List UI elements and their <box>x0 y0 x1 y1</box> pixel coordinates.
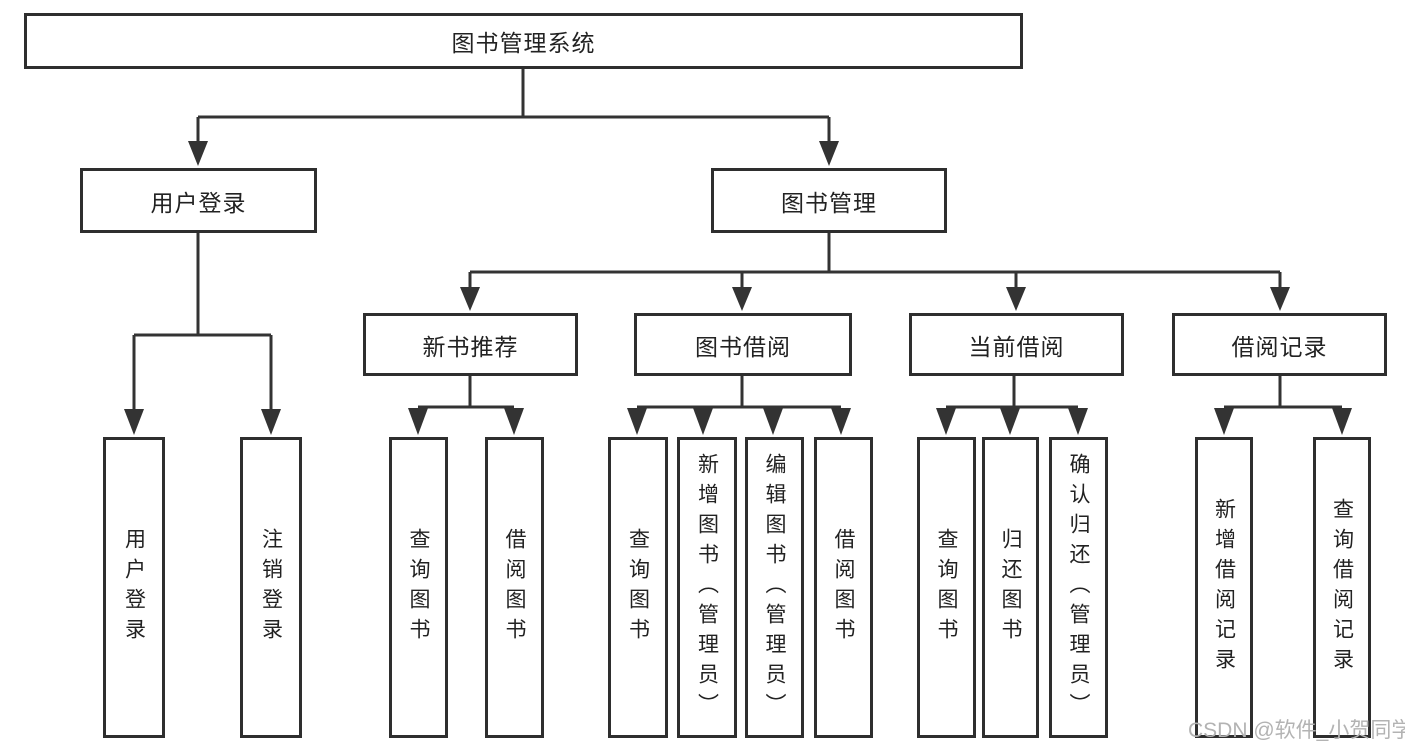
node-borrow-borrow-books-label: 借阅图书 <box>832 527 855 648</box>
node-newbook-query-books-label: 查询图书 <box>407 527 430 648</box>
node-user-login: 用户登录 <box>80 168 317 233</box>
node-current-return-books-label: 归还图书 <box>999 527 1022 648</box>
node-current-query-books: 查询图书 <box>917 437 976 738</box>
node-current-confirm-return-admin-label: 确认归还（管理员） <box>1067 452 1090 723</box>
node-records-query-record: 查询借阅记录 <box>1313 437 1371 738</box>
node-newbook-borrow-books-label: 借阅图书 <box>503 527 526 648</box>
node-borrow-edit-books-admin-label: 编辑图书（管理员） <box>763 452 786 723</box>
node-current-query-books-label: 查询图书 <box>935 527 958 648</box>
node-book-borrow: 图书借阅 <box>634 313 852 376</box>
node-records-add-record-label: 新增借阅记录 <box>1212 497 1236 678</box>
node-library-system-label: 图书管理系统 <box>451 30 596 56</box>
node-borrow-borrow-books: 借阅图书 <box>814 437 873 738</box>
node-logout-leaf: 注销登录 <box>240 437 302 738</box>
node-newbook-query-books: 查询图书 <box>389 437 448 738</box>
node-current-borrow-label: 当前借阅 <box>968 333 1065 360</box>
node-current-confirm-return-admin: 确认归还（管理员） <box>1049 437 1108 738</box>
node-new-book-recommend-label: 新书推荐 <box>422 333 519 360</box>
node-borrow-records: 借阅记录 <box>1172 313 1387 376</box>
node-new-book-recommend: 新书推荐 <box>363 313 578 376</box>
node-newbook-borrow-books: 借阅图书 <box>485 437 544 738</box>
node-borrow-add-books-admin: 新增图书（管理员） <box>677 437 737 738</box>
node-borrow-add-books-admin-label: 新增图书（管理员） <box>695 452 719 723</box>
csdn-watermark: CSDN @软件_小贺同学 <box>1188 719 1405 742</box>
node-records-add-record: 新增借阅记录 <box>1195 437 1253 738</box>
node-book-borrow-label: 图书借阅 <box>695 333 791 360</box>
node-book-management: 图书管理 <box>711 168 947 233</box>
node-library-system: 图书管理系统 <box>24 13 1023 69</box>
node-borrow-query-books: 查询图书 <box>608 437 668 738</box>
node-borrow-records-label: 借阅记录 <box>1231 333 1328 360</box>
node-user-login-label: 用户登录 <box>150 189 247 216</box>
node-current-return-books: 归还图书 <box>982 437 1039 738</box>
node-user-login-leaf: 用户登录 <box>103 437 165 738</box>
node-current-borrow: 当前借阅 <box>909 313 1124 376</box>
node-records-query-record-label: 查询借阅记录 <box>1330 497 1354 678</box>
node-book-management-label: 图书管理 <box>781 189 877 216</box>
node-borrow-query-books-label: 查询图书 <box>626 527 650 648</box>
node-borrow-edit-books-admin: 编辑图书（管理员） <box>745 437 804 738</box>
node-logout-leaf-label: 注销登录 <box>259 527 283 648</box>
node-user-login-leaf-label: 用户登录 <box>122 527 146 648</box>
